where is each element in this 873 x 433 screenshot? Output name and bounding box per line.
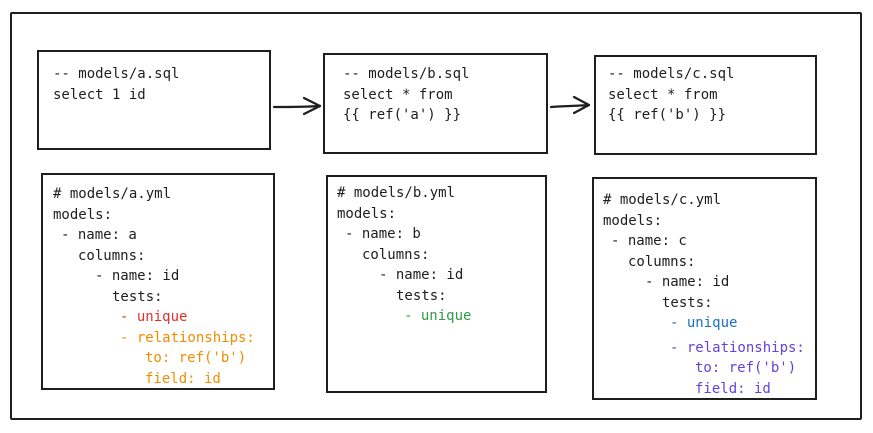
yml-box-a: # models/a.yml models: - name: a columns: - … [41, 173, 275, 390]
yml-c-line-4: columns: [628, 253, 696, 270]
sql-c-line-3: {{ ref('b') }} [608, 107, 727, 123]
sql-box-c: -- models/c.sql select * from {{ ref('b') … [594, 55, 817, 155]
yml-box-c: # models/c.yml models: - name: c columns: - … [592, 177, 817, 400]
yml-b-line-3: - name: b [345, 226, 421, 242]
yml-a-test-relationships: - relationships: [120, 329, 255, 346]
yml-a-line-3: - name: a [61, 227, 137, 243]
yml-c-test-relationships: - relationships: [670, 339, 805, 356]
arrow-b-to-c [549, 95, 591, 115]
yml-a-line-6: tests: [112, 288, 163, 305]
sql-b-line-1: -- models/b.sql [343, 66, 470, 82]
yml-c-line-1: # models/c.yml [603, 192, 722, 208]
yml-c-line-5: - name: id [645, 274, 730, 290]
yml-a-test-field: field: id [145, 370, 221, 387]
sql-b-line-2: select * from [343, 86, 453, 103]
yml-b-line-5: - name: id [379, 267, 464, 283]
yml-a-test-to: to: ref('b') [145, 350, 247, 366]
yml-c-line-2: models: [603, 212, 663, 229]
outer-frame [10, 12, 862, 420]
yml-a-test-unique: - unique [120, 309, 188, 325]
sql-a-line-1: -- models/a.sql [53, 66, 180, 82]
sql-box-a: -- models/a.sql select 1 id [37, 50, 271, 150]
sql-a-line-2: select 1 id [53, 86, 146, 103]
yml-c-test-to: to: ref('b') [695, 360, 797, 376]
yml-c-test-unique: - unique [670, 315, 738, 331]
yml-box-b: # models/b.yml models: - name: b columns: - … [326, 175, 547, 393]
yml-b-test-unique: - unique [404, 308, 472, 324]
yml-a-line-4: columns: [78, 247, 146, 264]
yml-a-line-5: - name: id [95, 268, 180, 284]
yml-a-line-2: models: [53, 206, 113, 223]
yml-a-line-1: # models/a.yml [53, 186, 172, 202]
yml-b-line-4: columns: [362, 246, 430, 263]
sql-box-b: -- models/b.sql select * from {{ ref('a') … [323, 53, 548, 154]
yml-b-line-1: # models/b.yml [337, 185, 456, 201]
yml-b-line-2: models: [337, 205, 397, 222]
arrow-a-to-b [272, 96, 322, 116]
sql-c-line-1: -- models/c.sql [608, 66, 735, 82]
sql-b-line-3: {{ ref('a') }} [343, 107, 462, 123]
yml-c-line-3: - name: c [611, 233, 687, 249]
yml-c-test-field: field: id [695, 380, 771, 397]
yml-c-line-6: tests: [662, 294, 713, 311]
sql-c-line-2: select * from [608, 86, 718, 103]
yml-b-line-6: tests: [396, 287, 447, 304]
